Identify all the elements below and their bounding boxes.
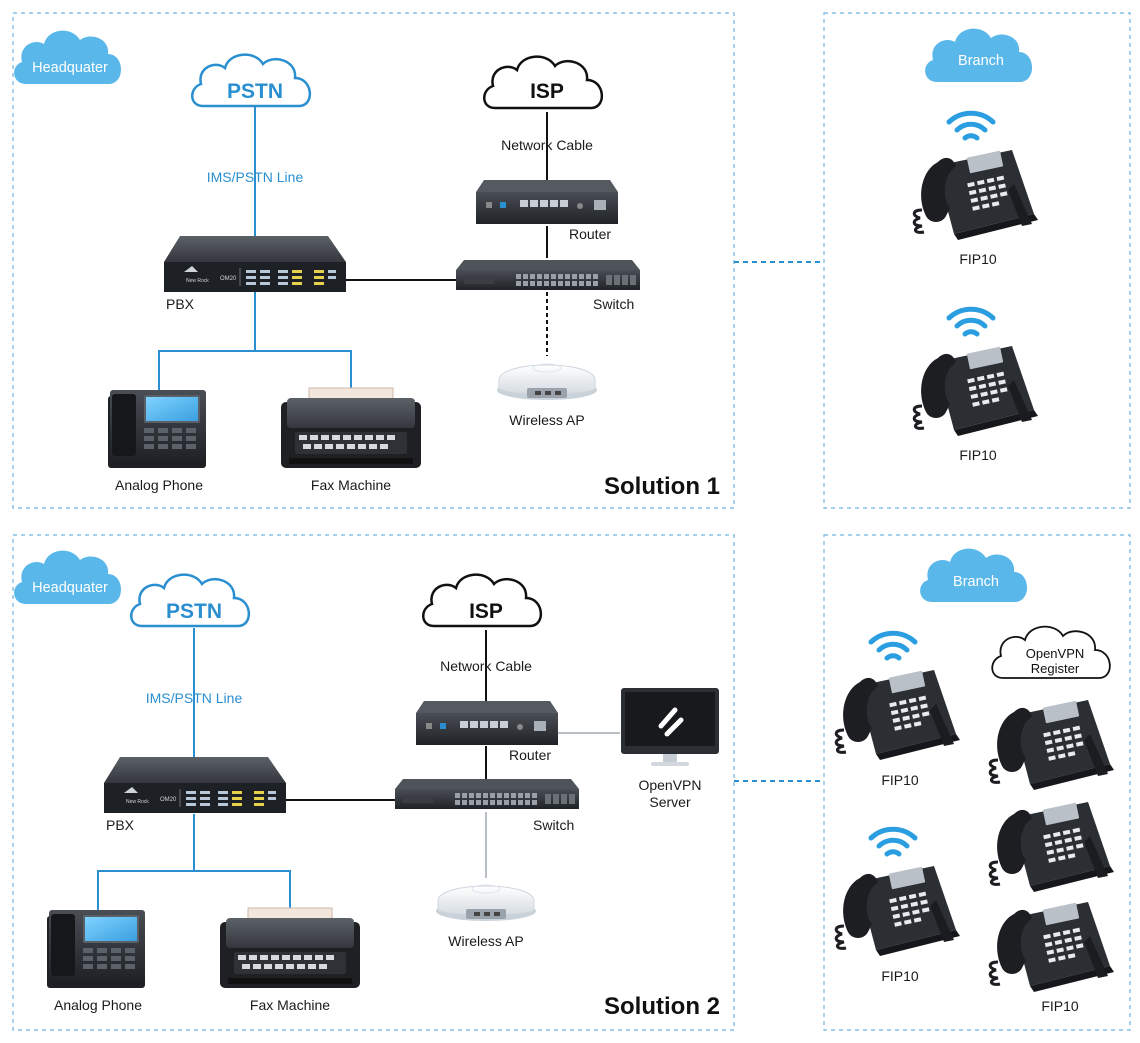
pstn-label: PSTN <box>227 80 283 103</box>
switch-label: Switch <box>533 817 574 833</box>
ip-phone-icon <box>912 148 1040 242</box>
branch-phone-label: FIP10 <box>881 968 919 984</box>
openvpn-server-label-line1: OpenVPN <box>638 777 701 793</box>
headquarter-label: Headquater <box>32 580 108 596</box>
solution-2-headquarter-border <box>12 534 735 1031</box>
router-label: Router <box>569 226 611 242</box>
network-cable-label: Network Cable <box>501 137 593 153</box>
pbx-icon: New Rock OM20 <box>163 235 347 293</box>
pstn-label: PSTN <box>166 600 222 623</box>
switch-label: Switch <box>593 296 634 312</box>
solution-1-headquarter-border <box>12 12 735 509</box>
solution-2-title: Solution 2 <box>604 993 720 1020</box>
wifi-icon <box>871 633 915 658</box>
solution-2-panel: Headquater PSTN IMS/PSTN Line ISP Networ… <box>12 534 1131 1031</box>
headquarter-cloud-icon: Headquater <box>14 30 122 84</box>
pbx-icon: New Rock OM20 <box>103 756 287 814</box>
router-icon <box>416 701 558 745</box>
headquarter-label: Headquater <box>32 60 108 76</box>
pbx-brand: New Rock <box>186 278 209 284</box>
switch-icon <box>395 779 579 809</box>
pbx-model: OM20 <box>160 797 177 803</box>
ip-phone-icon <box>988 800 1116 894</box>
analog-phone-icon <box>47 910 145 988</box>
ip-phone-icon <box>834 668 962 762</box>
analog-phone-label: Analog Phone <box>115 477 203 493</box>
branch-phone-label: FIP10 <box>959 447 997 463</box>
branch-phone-label: FIP10 <box>881 772 919 788</box>
openvpn-server-label-line2: Server <box>649 794 691 810</box>
branch-vpn-phones-label: FIP10 <box>1041 998 1079 1014</box>
branch-label: Branch <box>958 53 1004 69</box>
pstn-cloud-icon: PSTN <box>191 53 311 108</box>
switch-icon <box>456 260 640 290</box>
pstn-cloud-icon: PSTN <box>130 573 250 628</box>
pbx-label: PBX <box>106 817 135 833</box>
solution-1-panel: Headquater PSTN IMS/PSTN Line ISP Networ… <box>12 12 1131 509</box>
pbx-phone-fax-lines <box>97 870 291 912</box>
fax-machine-label: Fax Machine <box>250 997 330 1013</box>
branch-label: Branch <box>953 574 999 590</box>
ip-phone-icon <box>834 864 962 958</box>
router-icon <box>476 180 618 224</box>
openvpn-register-label-line1: OpenVPN <box>1026 646 1085 661</box>
wireless-ap-icon <box>496 363 598 401</box>
analog-phone-label: Analog Phone <box>54 997 142 1013</box>
ims-line-label: IMS/PSTN Line <box>207 169 304 185</box>
openvpn-register-label-line2: Register <box>1031 661 1080 676</box>
wireless-ap-label: Wireless AP <box>448 933 523 949</box>
fax-machine-label: Fax Machine <box>311 477 391 493</box>
ip-phone-icon <box>988 900 1116 994</box>
pbx-phone-fax-lines <box>158 350 352 392</box>
pbx-model: OM20 <box>220 276 237 282</box>
ip-phone-icon <box>988 698 1116 792</box>
openvpn-server-monitor-icon <box>621 688 719 766</box>
wifi-icon <box>871 829 915 854</box>
wireless-ap-label: Wireless AP <box>509 412 584 428</box>
pbx-label: PBX <box>166 296 195 312</box>
pbx-brand: New Rock <box>126 799 149 805</box>
ims-line-label: IMS/PSTN Line <box>146 690 243 706</box>
isp-cloud-icon: ISP <box>483 55 603 110</box>
solution-1-branch-border <box>823 12 1131 509</box>
branch-cloud-icon: Branch <box>925 28 1033 82</box>
wifi-icon <box>949 309 993 334</box>
isp-cloud-icon: ISP <box>422 573 542 628</box>
branch-cloud-icon: Branch <box>920 548 1028 602</box>
wifi-icon <box>949 113 993 138</box>
isp-label: ISP <box>530 80 564 103</box>
wireless-ap-icon <box>435 884 537 922</box>
isp-label: ISP <box>469 600 503 623</box>
branch-phone-label: FIP10 <box>959 251 997 267</box>
router-label: Router <box>509 747 551 763</box>
openvpn-register-cloud-icon: OpenVPN Register <box>991 625 1111 679</box>
fax-machine-icon <box>219 907 361 989</box>
solution-1-title: Solution 1 <box>604 473 720 500</box>
ip-phone-icon <box>912 344 1040 438</box>
network-cable-label: Network Cable <box>440 658 532 674</box>
fax-machine-icon <box>280 387 422 469</box>
solution-2-branch-border <box>823 534 1131 1031</box>
headquarter-cloud-icon: Headquater <box>14 550 122 604</box>
analog-phone-icon <box>108 390 206 468</box>
